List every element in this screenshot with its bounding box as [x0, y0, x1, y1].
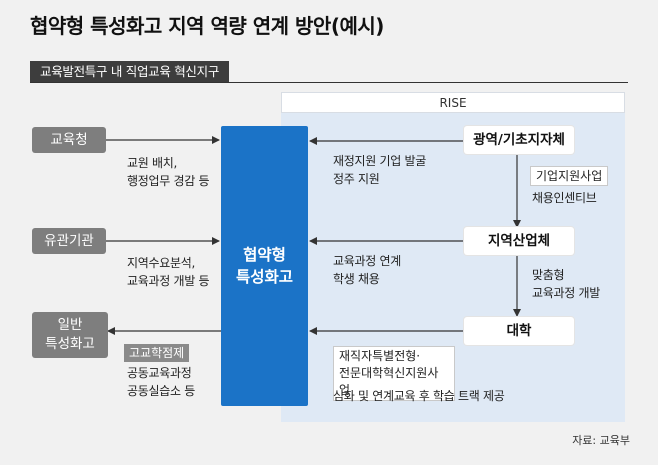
node-university: 대학: [464, 317, 574, 345]
note-hiring-incentive: 채용인센티브: [532, 191, 597, 205]
note-general-school: 공동교육과정 공동실습소 등: [127, 366, 195, 398]
subtitle-badge: 교육발전특구 내 직업교육 혁신지구: [30, 61, 230, 83]
tag-credit-system: 고교학점제: [124, 344, 190, 362]
note-university: 심화 및 연계교육 후 학습 트랙 제공: [333, 389, 505, 403]
node-local-government: 광역/기초지자체: [464, 126, 574, 154]
tag-company-support: 기업지원사업: [530, 166, 609, 186]
source-credit: 자료: 교육부: [572, 434, 630, 447]
node-education-office: 교육청: [32, 127, 106, 153]
note-local-government: 재정지원 기업 발굴 정주 지원: [333, 154, 426, 186]
node-related-agency: 유관기관: [32, 228, 106, 254]
note-related-agency: 지역수요분석, 교육과정 개발 등: [127, 256, 210, 288]
note-local-industry: 교육과정 연계 학생 채용: [333, 254, 401, 286]
node-local-industry: 지역산업체: [464, 227, 574, 255]
center-node-agreement-school: 협약형 특성화고: [221, 126, 308, 406]
page-title: 협약형 특성화고 지역 역량 연계 방안(예시): [30, 14, 384, 38]
tag-university-programs: 재직자특별전형· 전문대학혁신지원사업: [333, 346, 455, 401]
note-custom-curriculum: 맞춤형 교육과정 개발: [532, 268, 600, 300]
node-general-vocational-school: 일반 특성화고: [32, 312, 108, 358]
note-education-office: 교원 배치, 행정업무 경감 등: [127, 156, 210, 188]
title-divider: [30, 82, 628, 83]
rise-header: RISE: [281, 92, 625, 113]
